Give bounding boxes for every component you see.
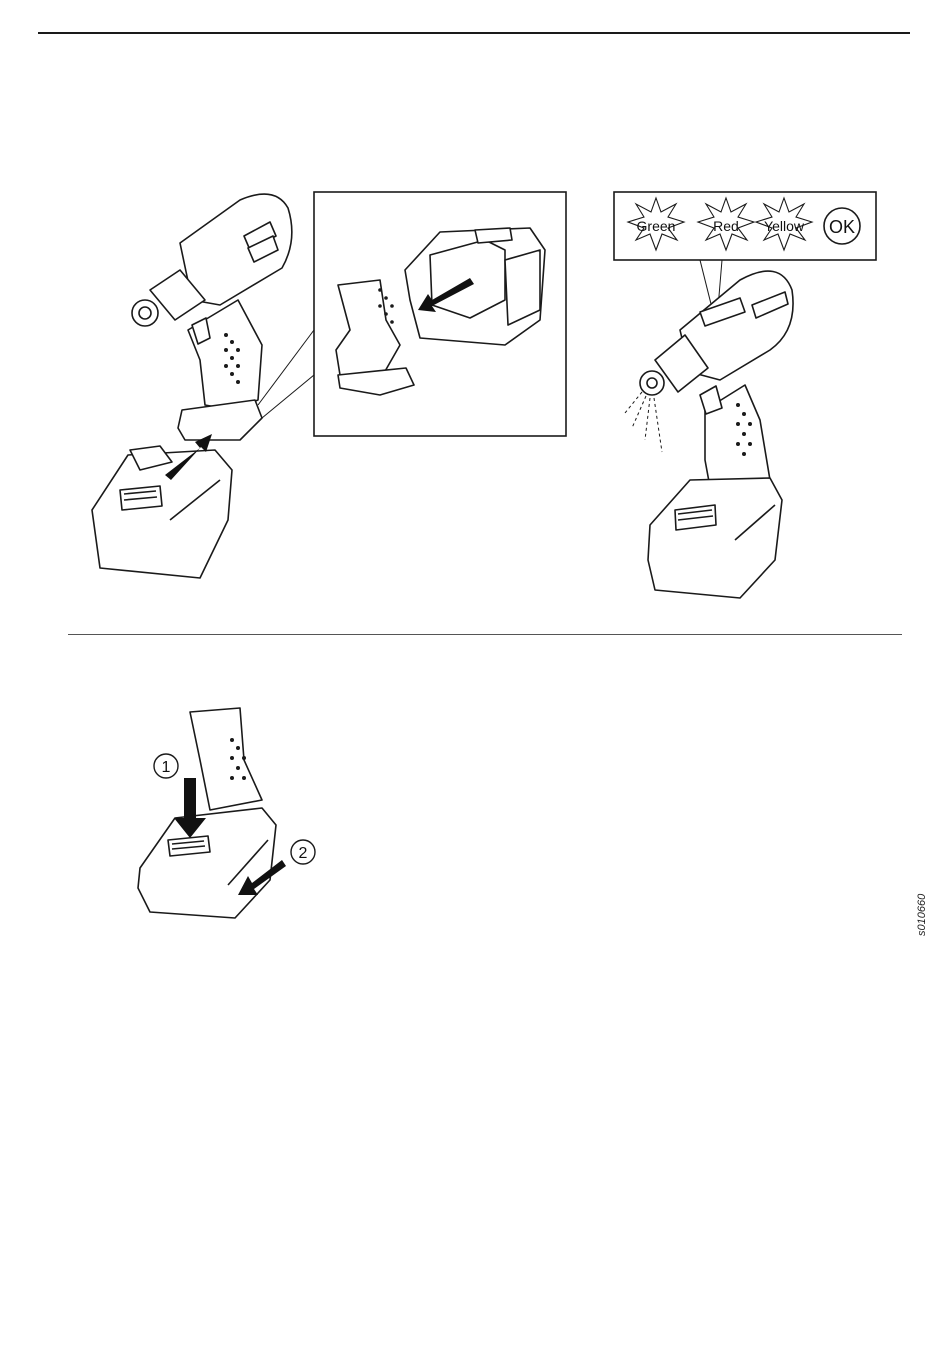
led-label-green: Green: [637, 218, 676, 234]
figure-code: s010660: [916, 894, 928, 936]
callout-line-bottom: [262, 375, 314, 418]
tool-insert-battery-illustration: [92, 194, 292, 578]
led-label-yellow: Yellow: [764, 218, 805, 234]
led-label-red: Red: [713, 218, 739, 234]
led-pointer-left: [700, 260, 712, 308]
led-label-ok: OK: [829, 217, 855, 237]
step-1-label: 1: [162, 759, 171, 776]
figure-code-wrap: s010660: [916, 936, 950, 948]
assembled-tool-illustration: [640, 271, 793, 598]
callout-line-top: [258, 330, 314, 405]
led-light-rays: [625, 392, 662, 452]
step-2-label: 2: [299, 845, 308, 862]
